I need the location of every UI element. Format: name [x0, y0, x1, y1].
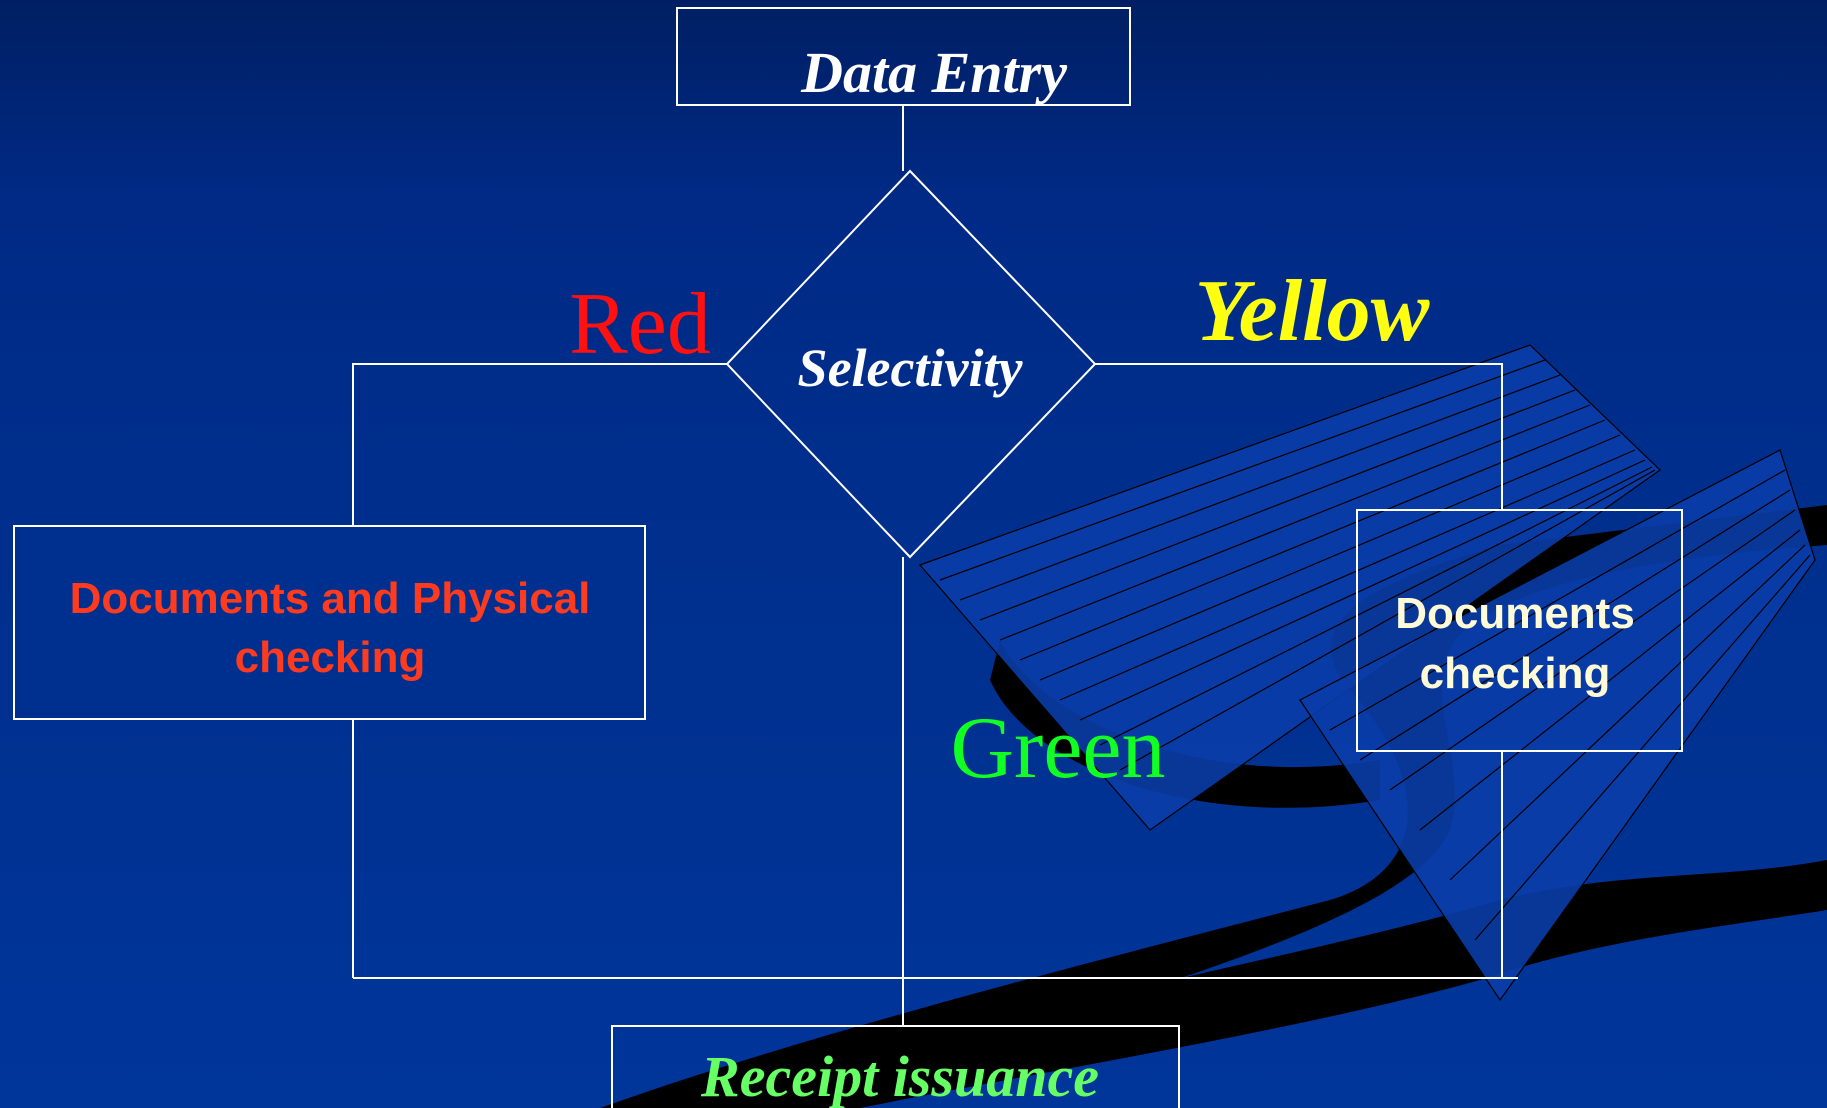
connector-yellow-branch: [1095, 363, 1503, 510]
yellow-branch-label: Yellow: [1195, 263, 1430, 360]
receipt-issuance-node: Receipt issuance: [611, 1025, 1180, 1108]
documents-physical-label-line2: checking: [235, 633, 426, 682]
documents-physical-label-line1: Documents and Physical: [70, 574, 591, 623]
documents-physical-checking-node: Documents and Physical checking: [13, 525, 646, 720]
documents-checking-node: Documents checking: [1356, 509, 1683, 752]
receipt-issuance-label: Receipt issuance: [700, 1044, 1099, 1108]
selectivity-decision-node: Selectivity: [725, 169, 1097, 559]
data-entry-node: Data Entry: [676, 7, 1131, 106]
connector-lines: [352, 106, 1518, 1025]
red-branch-label: Red: [569, 276, 711, 373]
documents-checking-label-line1: Documents: [1395, 589, 1635, 638]
selectivity-label: Selectivity: [798, 338, 1024, 398]
documents-checking-label-line2: checking: [1420, 649, 1611, 698]
green-branch-label: Green: [951, 700, 1166, 797]
connector-red-branch: [352, 363, 727, 525]
data-entry-label: Data Entry: [800, 40, 1067, 105]
decorative-hatched-strips: [918, 344, 1816, 1002]
